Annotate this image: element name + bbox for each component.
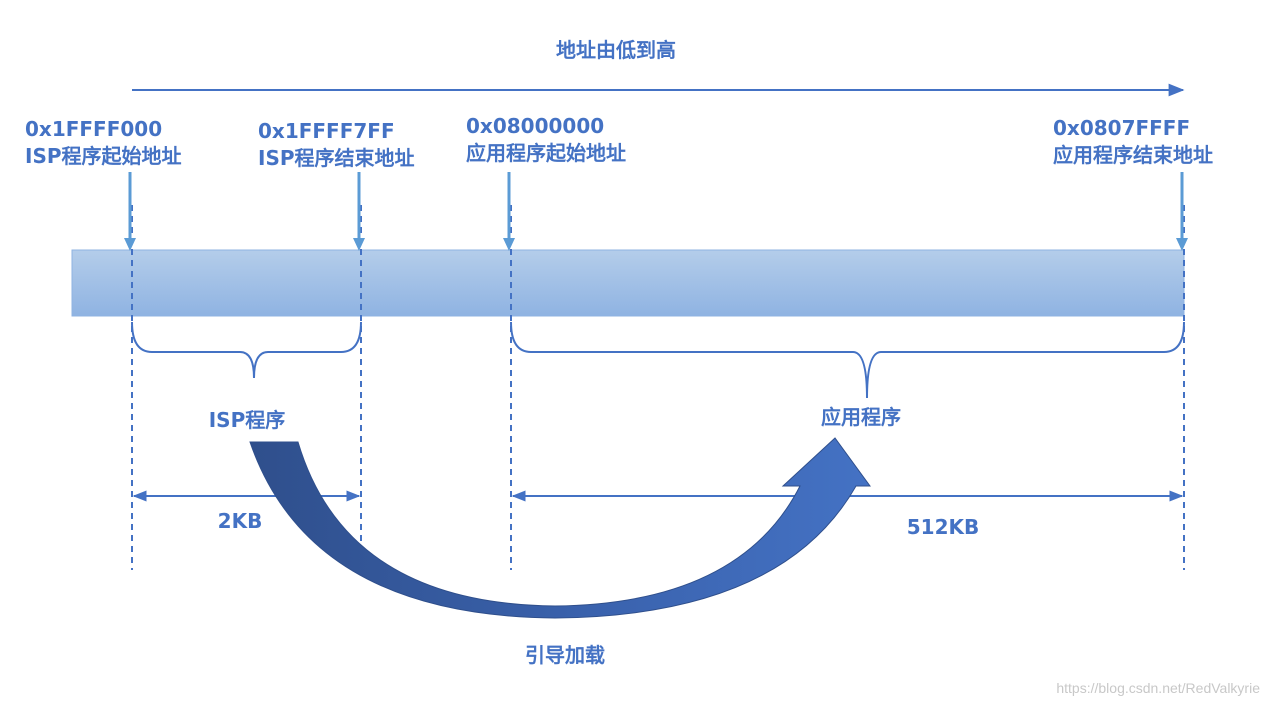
address-pointers bbox=[124, 172, 1188, 251]
address-app-end-desc: 应用程序结束地址 bbox=[1053, 143, 1213, 167]
isp-size-label: 2KB bbox=[217, 509, 263, 533]
address-isp-end-value: 0x1FFFF7FF bbox=[258, 119, 395, 143]
address-isp-start-desc: ISP程序起始地址 bbox=[25, 144, 182, 168]
watermark: https://blog.csdn.net/RedValkyrie bbox=[1056, 680, 1260, 696]
isp-region-brace bbox=[131, 321, 362, 379]
app-region-brace bbox=[510, 321, 1185, 399]
pointer-app-end-head bbox=[1176, 238, 1188, 251]
address-app-start-value: 0x08000000 bbox=[466, 114, 605, 138]
address-app-start-desc: 应用程序起始地址 bbox=[466, 141, 626, 165]
address-app-end-value: 0x0807FFFF bbox=[1053, 116, 1191, 140]
app-size-label: 512KB bbox=[906, 515, 980, 539]
direction-title: 地址由低到高 bbox=[556, 38, 676, 62]
boot-load-curved-arrow bbox=[249, 437, 871, 619]
address-isp-end-desc: ISP程序结束地址 bbox=[258, 146, 415, 170]
address-isp-start-value: 0x1FFFF000 bbox=[25, 117, 163, 141]
pointer-isp-start-head bbox=[124, 238, 136, 251]
pointer-app-start-head bbox=[503, 238, 515, 251]
boundary-lines bbox=[131, 205, 1185, 570]
app-region-label: 应用程序 bbox=[821, 405, 901, 429]
pointer-isp-end-head bbox=[353, 238, 365, 251]
boot-load-label: 引导加载 bbox=[525, 643, 605, 667]
memory-bar bbox=[71, 249, 1185, 317]
isp-region-label: ISP程序 bbox=[208, 408, 286, 432]
